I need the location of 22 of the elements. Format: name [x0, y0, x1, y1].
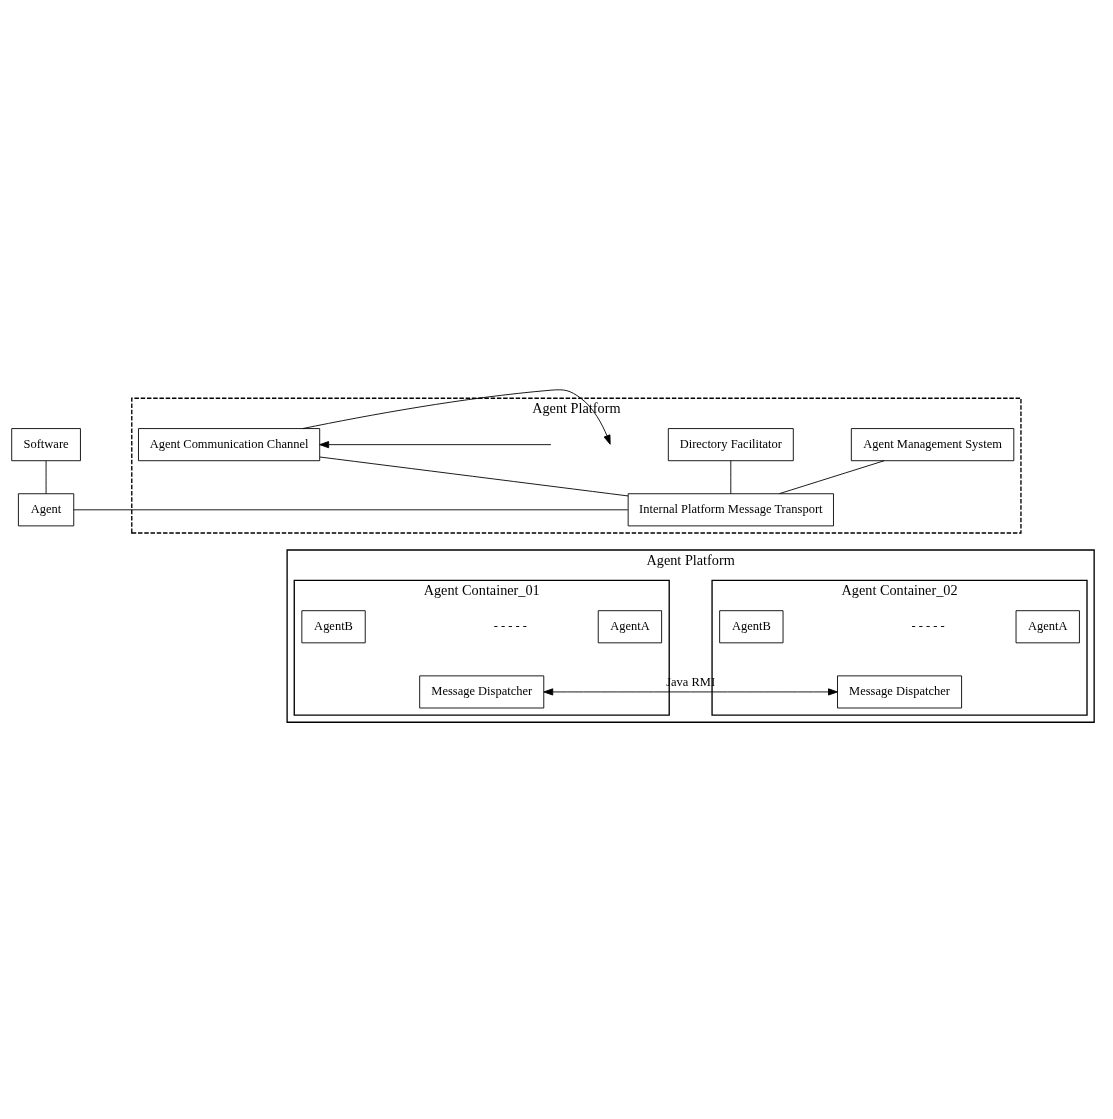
connector: [45, 460, 47, 495]
node-box: Agent Communication Channel: [138, 428, 321, 462]
node-box: AgentA: [1015, 610, 1080, 644]
arrow: [543, 688, 838, 696]
connector: [779, 460, 885, 495]
node-box: Directory Facilitator: [667, 428, 794, 462]
node-box: Message Dispatcher: [419, 675, 545, 709]
connector: [319, 456, 629, 497]
arrow: [319, 441, 552, 449]
node-box: Internal Platform Message Transport: [627, 493, 834, 527]
connector: [73, 509, 629, 511]
arrow: [302, 389, 611, 445]
node-box: Software: [11, 428, 81, 462]
label: - - - - -: [911, 619, 945, 634]
connector: [730, 460, 732, 495]
node-box: Agent Management System: [850, 428, 1015, 462]
node-box: AgentB: [719, 610, 784, 644]
node-box: AgentA: [597, 610, 663, 644]
node-box: Agent: [17, 493, 75, 527]
node-box: Message Dispatcher: [837, 675, 963, 709]
node-box: AgentB: [301, 610, 366, 644]
label: - - - - -: [493, 619, 527, 634]
